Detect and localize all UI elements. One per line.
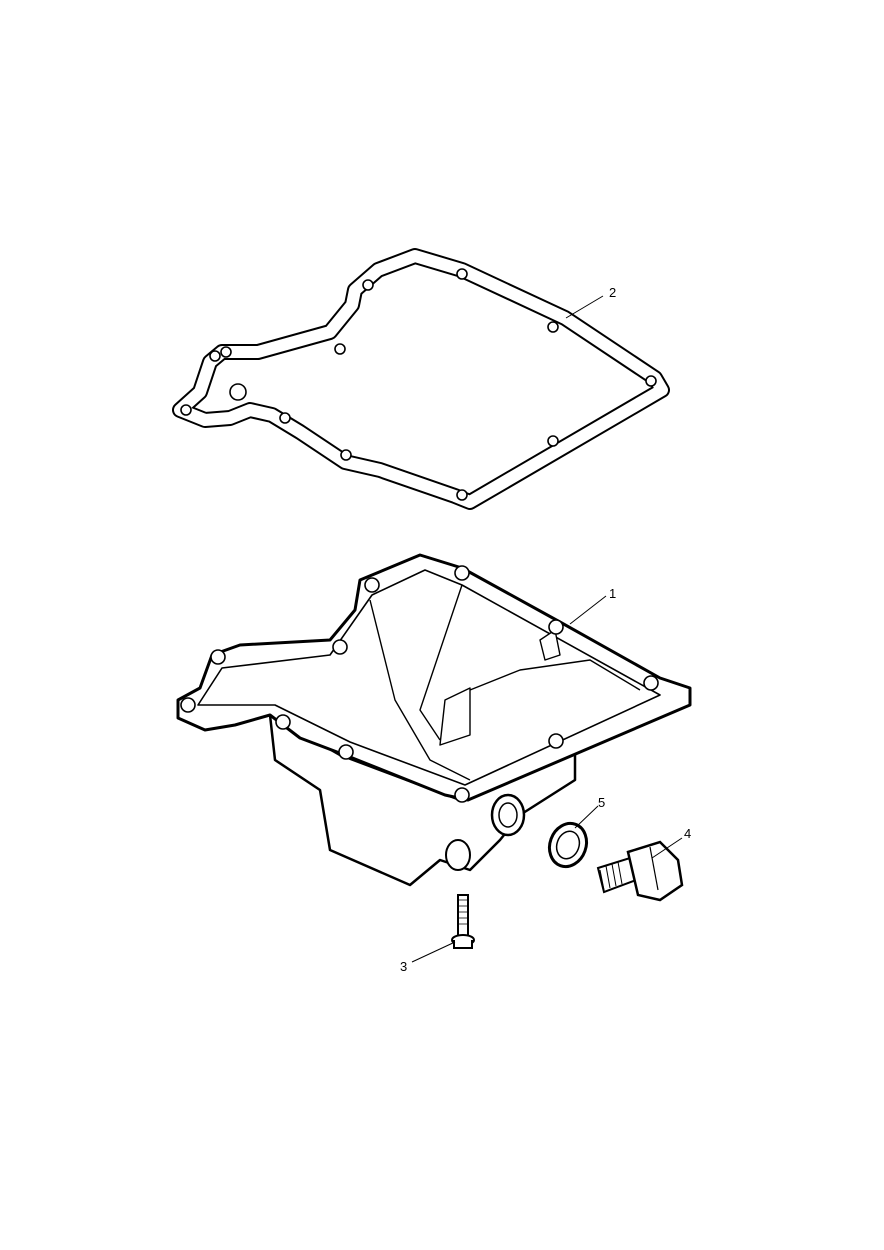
sealing-washer[interactable] (544, 818, 593, 872)
callout-5: 5 (598, 795, 605, 810)
gasket[interactable] (172, 248, 670, 510)
callout-2: 2 (609, 285, 616, 300)
oil-pan[interactable] (176, 553, 692, 887)
callout-1: 1 (609, 586, 616, 601)
drain-plug[interactable] (596, 840, 684, 902)
bolt[interactable] (451, 894, 475, 949)
callout-4: 4 (684, 826, 691, 841)
callout-lines (411, 295, 683, 963)
callout-3: 3 (400, 959, 407, 974)
